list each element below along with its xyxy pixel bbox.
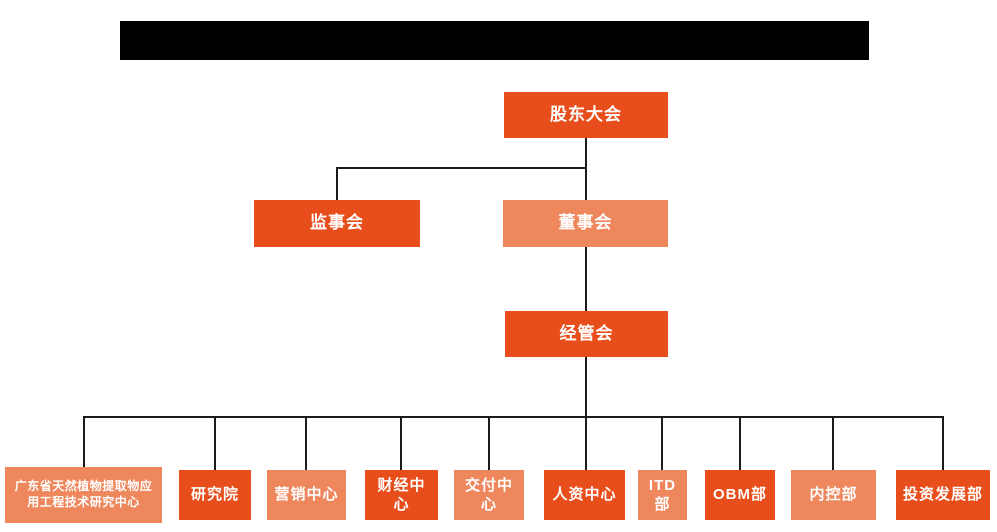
node-dept-itd-label: ITD部 <box>648 476 677 514</box>
node-shareholders-meeting: 股东大会 <box>504 92 668 138</box>
node-dept-finance-center-label: 财经中心 <box>377 476 426 514</box>
node-dept-internal-control-label: 内控部 <box>809 486 858 504</box>
node-dept-hr-center: 人资中心 <box>544 470 625 520</box>
node-supervisory-board-label: 监事会 <box>310 213 364 233</box>
node-dept-investment-development-label: 投资发展部 <box>902 486 983 504</box>
connector-drop-dept-2 <box>305 416 307 470</box>
node-dept-hr-center-label: 人资中心 <box>552 486 617 504</box>
node-dept-research-institute: 研究院 <box>179 470 251 520</box>
node-dept-finance-center: 财经中心 <box>365 470 438 520</box>
connector-departments-bus <box>83 416 944 418</box>
connector-drop-dept-4 <box>488 416 490 470</box>
connector-drop-dept-9 <box>942 416 944 470</box>
node-board-of-directors: 董事会 <box>503 200 668 247</box>
connector-drop-dept-0 <box>83 416 85 467</box>
node-dept-internal-control: 内控部 <box>791 470 876 520</box>
node-dept-research-institute-label: 研究院 <box>190 486 239 504</box>
node-dept-marketing-center-label: 营销中心 <box>274 486 339 504</box>
connector-supervisory-branch-h <box>336 167 587 169</box>
node-management-committee: 经管会 <box>505 311 668 357</box>
node-management-committee-label: 经管会 <box>559 323 614 343</box>
node-dept-research-center: 广东省天然植物提取物应用工程技术研究中心 <box>5 467 162 523</box>
node-shareholders-meeting-label: 股东大会 <box>550 104 622 124</box>
node-dept-obm-label: OBM部 <box>713 486 767 504</box>
connector-drop-dept-8 <box>832 416 834 470</box>
redacted-title-bar <box>120 21 869 60</box>
node-dept-obm: OBM部 <box>705 470 775 520</box>
connector-drop-dept-1 <box>214 416 216 470</box>
connector-drop-dept-3 <box>400 416 402 470</box>
node-dept-delivery-center: 交付中心 <box>454 470 524 520</box>
node-dept-investment-development: 投资发展部 <box>896 470 990 520</box>
connector-drop-dept-6 <box>661 416 663 470</box>
node-dept-research-center-label: 广东省天然植物提取物应用工程技术研究中心 <box>14 479 153 509</box>
connector-supervisory-branch-v <box>336 167 338 200</box>
node-dept-itd: ITD部 <box>638 470 687 520</box>
node-dept-marketing-center: 营销中心 <box>267 470 346 520</box>
connector-management-stem <box>585 357 587 470</box>
connector-board-to-management <box>585 247 587 311</box>
node-dept-delivery-center-label: 交付中心 <box>464 476 513 514</box>
node-board-of-directors-label: 董事会 <box>558 213 613 233</box>
connector-drop-dept-7 <box>739 416 741 470</box>
node-supervisory-board: 监事会 <box>254 200 420 247</box>
connector-shareholders-stem <box>585 138 587 200</box>
